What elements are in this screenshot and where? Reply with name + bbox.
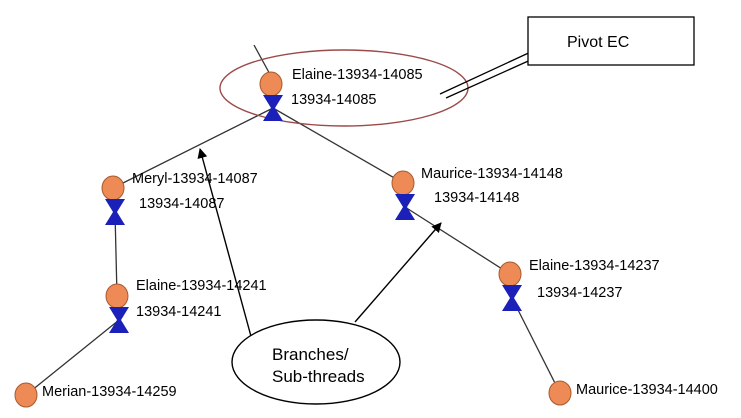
bubble-ellipse <box>231 319 401 405</box>
bubble-label-line1: Branches/ <box>272 345 349 364</box>
person-icon <box>14 382 38 408</box>
sender-label: Elaine-13934-14241 <box>136 278 267 294</box>
edges <box>25 44 561 396</box>
thread-edge <box>511 297 561 394</box>
message-id-label: 13934-14237 <box>537 285 622 301</box>
branch-arrow <box>197 148 253 341</box>
person-icon <box>105 283 129 309</box>
thread-edge <box>114 211 118 297</box>
branch-arrow <box>354 222 442 323</box>
hourglass-icon <box>105 199 125 225</box>
message-node: Elaine-13934-14241 13934-14241 <box>105 278 267 333</box>
branch-arrows <box>197 148 442 341</box>
message-node: Elaine-13934-14237 13934-14237 <box>498 258 660 311</box>
hourglass-icon <box>263 95 283 121</box>
pivot-ring <box>219 49 469 127</box>
sender-label: Maurice-13934-14400 <box>576 382 718 398</box>
message-node: Maurice-13934-14148 13934-14148 <box>391 166 563 220</box>
thread-edge <box>25 319 120 396</box>
nodes: Elaine-13934-14085 13934-14085Meryl-13934… <box>14 67 718 408</box>
person-icon <box>391 170 415 196</box>
sender-label: Meryl-13934-14087 <box>132 171 258 187</box>
message-node: Elaine-13934-14085 13934-14085 <box>259 67 423 121</box>
hourglass-icon <box>502 285 522 311</box>
person-icon <box>259 71 283 97</box>
hourglass-icon <box>109 307 129 333</box>
message-node: Merian-13934-14259 <box>14 382 177 408</box>
sender-label: Elaine-13934-14237 <box>529 258 660 274</box>
thread-edge <box>404 206 511 275</box>
sender-label: Elaine-13934-14085 <box>292 67 423 83</box>
thread-edge <box>272 107 404 184</box>
thread-edge <box>112 107 274 189</box>
person-icon <box>498 261 522 287</box>
message-id-label: 13934-14085 <box>291 92 376 108</box>
callout-box <box>527 16 695 66</box>
message-node: Meryl-13934-14087 13934-14087 <box>101 171 258 225</box>
hourglass-icon <box>395 194 415 220</box>
branches-bubble: Branches/ Sub-threads <box>231 319 401 405</box>
person-icon <box>548 380 572 406</box>
sender-label: Maurice-13934-14148 <box>421 166 563 182</box>
callout-pointer-line <box>439 49 536 95</box>
callout-label: Pivot EC <box>567 34 629 51</box>
message-node: Maurice-13934-14400 <box>548 380 718 406</box>
sender-label: Merian-13934-14259 <box>42 384 177 400</box>
bubble-label-line2: Sub-threads <box>272 367 365 386</box>
message-id-label: 13934-14241 <box>136 304 221 320</box>
person-icon <box>101 175 125 201</box>
message-id-label: 13934-14087 <box>139 196 224 212</box>
pivot-callout: Pivot EC <box>439 16 695 99</box>
message-id-label: 13934-14148 <box>434 190 519 206</box>
callout-pointer-line <box>445 57 536 99</box>
